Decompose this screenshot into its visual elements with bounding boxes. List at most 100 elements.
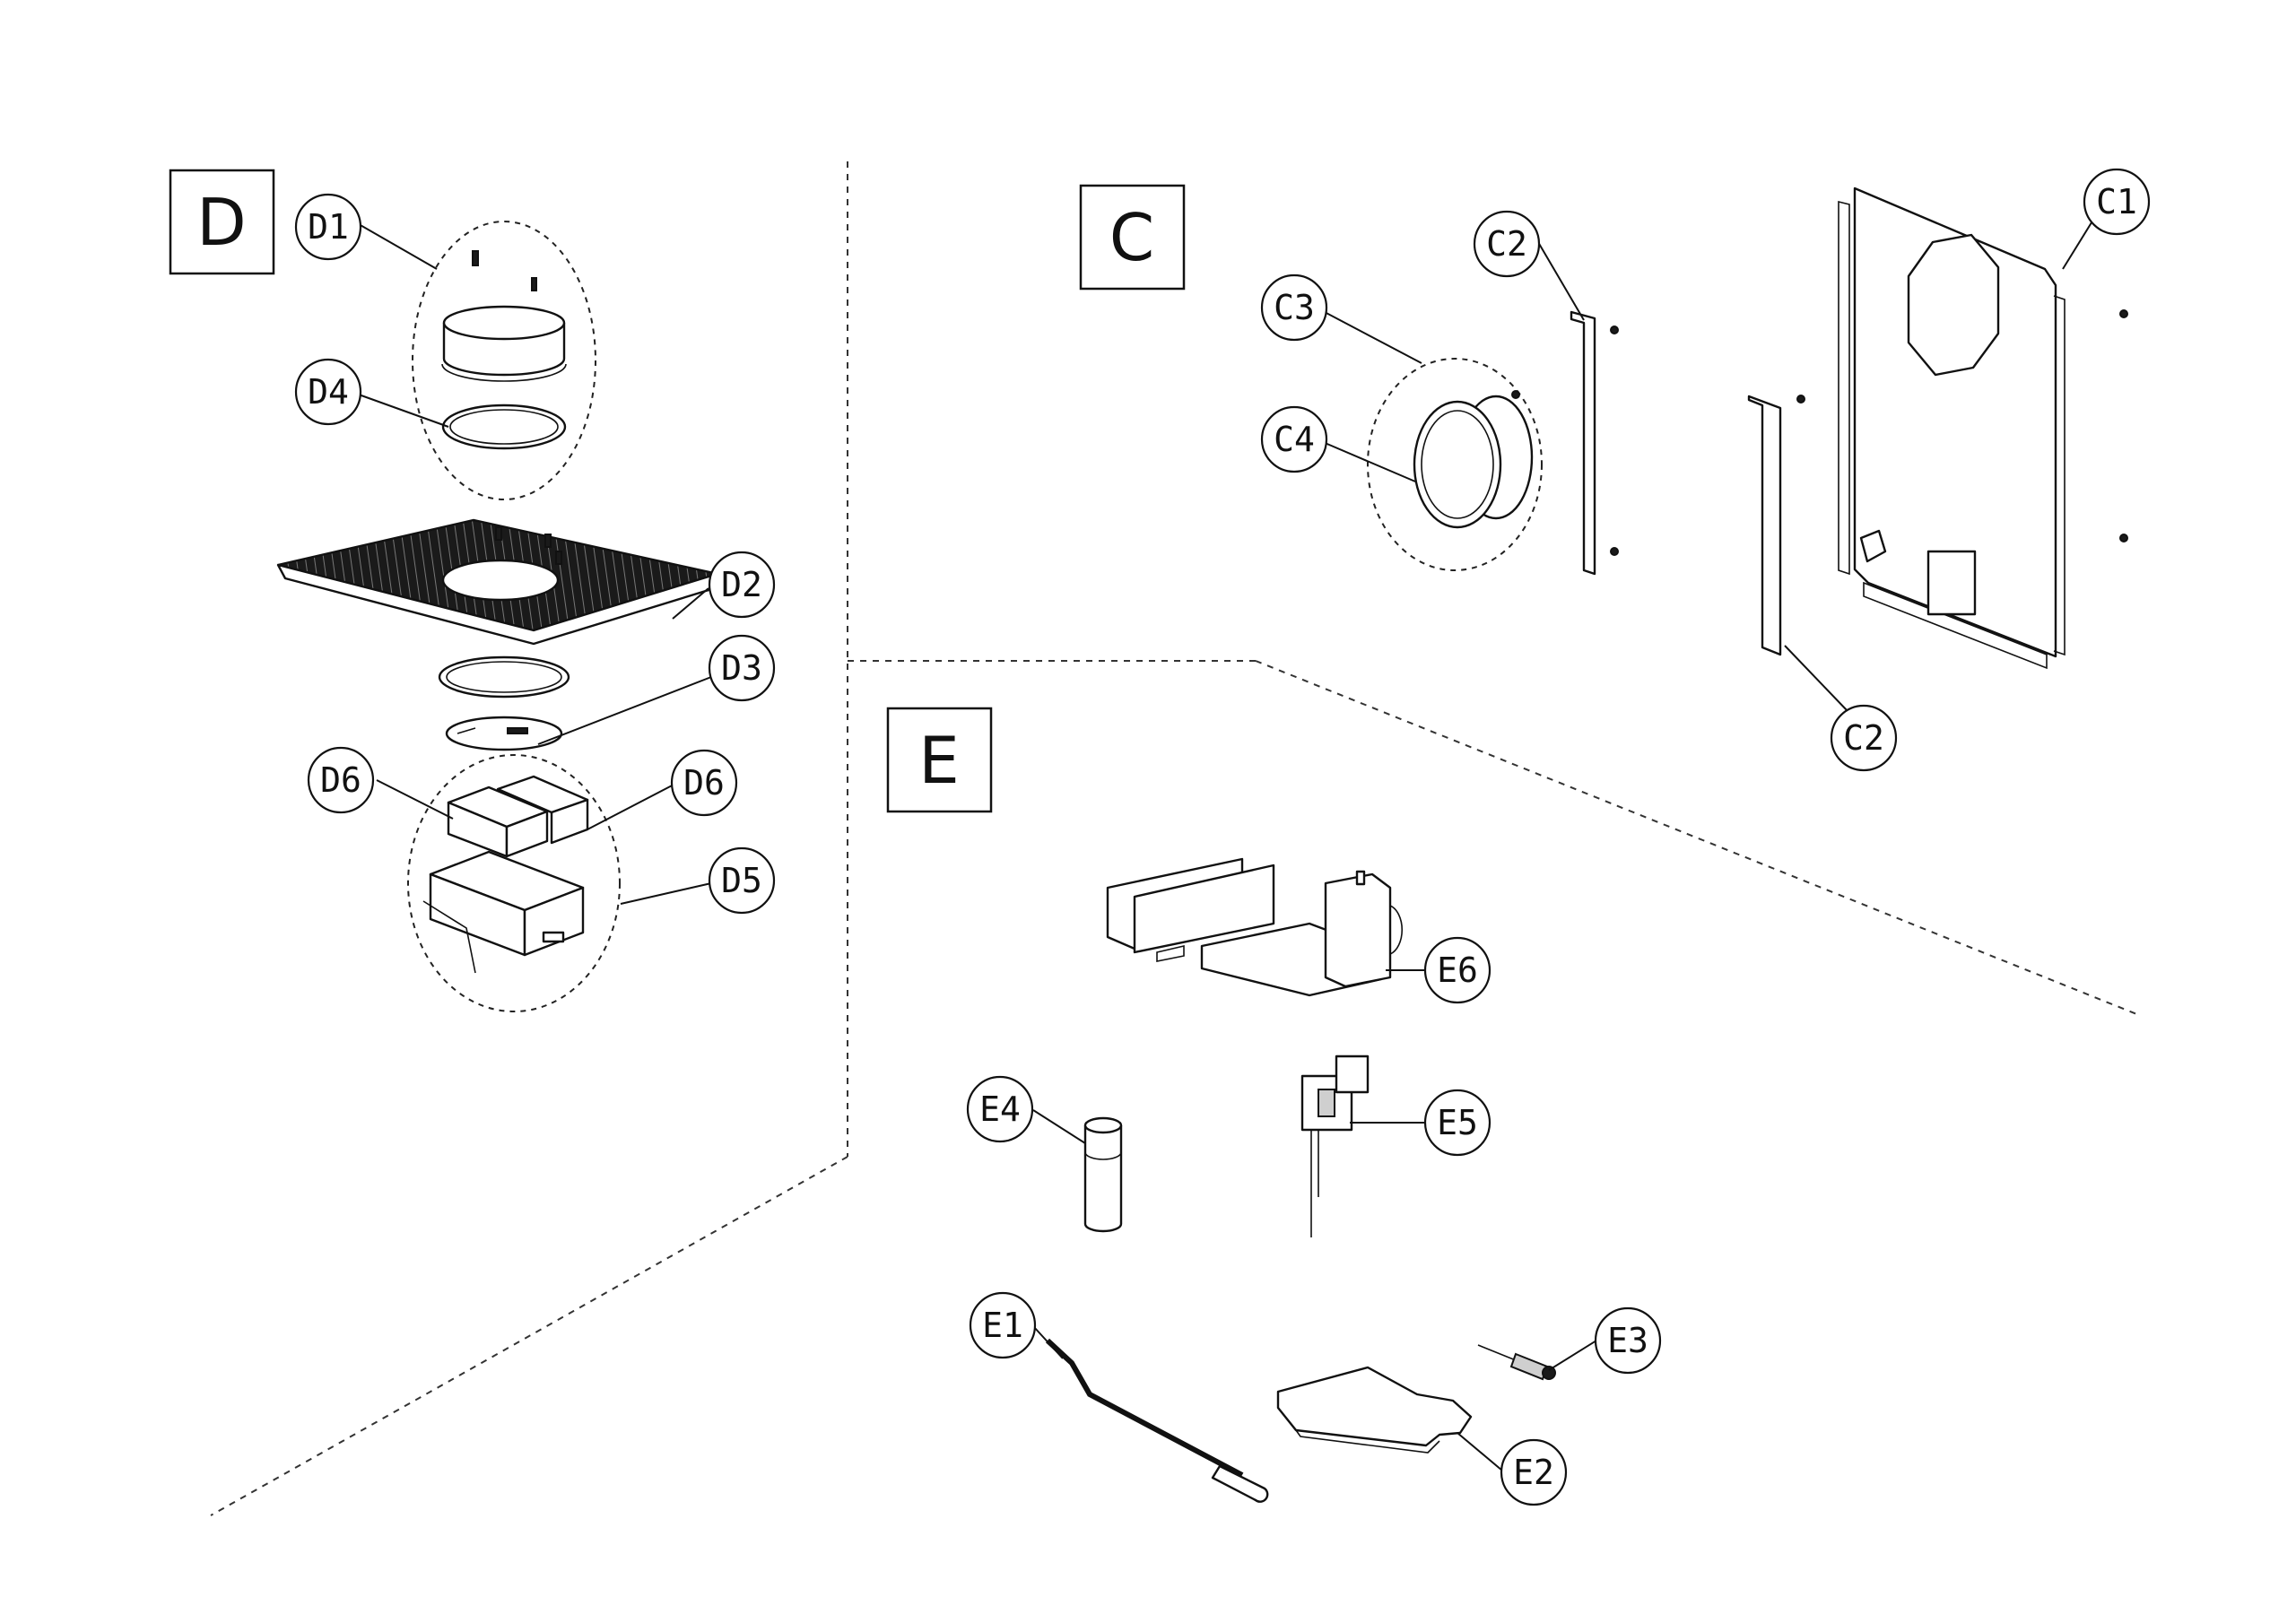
bracket-loop (1389, 905, 1403, 955)
tray-handle (422, 900, 476, 974)
part-e5-valve (1300, 1055, 1370, 1237)
part-d3-plate (445, 716, 563, 751)
callout-circle (708, 634, 776, 702)
section-box (169, 169, 275, 275)
callout-circle (307, 746, 375, 814)
part-e1-rod (1045, 1338, 1269, 1503)
callout-label: D3 (721, 648, 762, 688)
screw (1610, 325, 1619, 334)
callout-d6-left: D6 (307, 746, 375, 814)
callout-c4: C4 (1260, 405, 1328, 473)
panel-rect-cutout (1926, 550, 1977, 616)
part-c4-ring (1413, 400, 1502, 529)
callout-circle (670, 749, 738, 817)
tray-clip (542, 931, 565, 943)
leader-d6-left (376, 779, 454, 820)
part-c1-back-panel (1838, 187, 2128, 670)
callout-label: D6 (320, 760, 361, 800)
valve-coil (1335, 1055, 1370, 1094)
callout-circle (294, 358, 362, 426)
section-letter: E (918, 723, 960, 798)
panel-left-flange (1838, 200, 1850, 576)
callout-label: C4 (1274, 420, 1315, 459)
callout-d2: D2 (708, 551, 776, 619)
leader-c4 (1322, 441, 1416, 482)
leader-d2 (672, 587, 709, 620)
callout-d1: D1 (294, 193, 362, 261)
callout-e2: E2 (1500, 1438, 1568, 1506)
leader-d5 (620, 882, 712, 905)
part-d6-filter-right (496, 775, 589, 845)
section-box (886, 707, 993, 813)
leader-e4 (1032, 1109, 1086, 1144)
callout-circle (1500, 1438, 1568, 1506)
cylinder-top (1083, 1116, 1123, 1134)
cylinder-band (1084, 1151, 1122, 1160)
part-e2-glove (1276, 1366, 1473, 1454)
screw (472, 250, 479, 266)
callout-label: C2 (1486, 224, 1527, 264)
leader-d6-right (587, 782, 678, 830)
callout-circle (1260, 273, 1328, 342)
screw (1511, 390, 1520, 399)
callout-label: C2 (1843, 718, 1884, 758)
callout-circle (2083, 168, 2151, 236)
bracket-tab (1355, 870, 1366, 886)
callout-d3: D3 (708, 634, 776, 702)
callout-label: C3 (1274, 288, 1315, 327)
screw (495, 526, 502, 541)
callout-label: D5 (721, 861, 762, 900)
callout-label: E1 (982, 1306, 1023, 1345)
glove-outline (1276, 1366, 1473, 1447)
callout-circle (1473, 210, 1541, 278)
rail-body (1570, 310, 1596, 576)
section-label-e: E (886, 707, 993, 813)
valve-port (1318, 1089, 1335, 1117)
gasket-inner (446, 661, 562, 693)
callout-label: E5 (1437, 1103, 1478, 1142)
c3-group-outline (1367, 358, 1543, 571)
callout-e1: E1 (969, 1291, 1037, 1359)
d-leaders (358, 223, 712, 905)
callout-label: D6 (683, 763, 725, 803)
leader-c3 (1322, 310, 1422, 364)
part-e4-cylinder (1083, 1116, 1123, 1233)
leader-c2-top (1537, 241, 1585, 321)
igniter-tip (1542, 1366, 1556, 1380)
callout-label: E6 (1437, 950, 1478, 990)
rod-shaft (1045, 1338, 1244, 1478)
callout-circle (1260, 405, 1328, 473)
filter-front (505, 810, 549, 858)
plate-notch (457, 727, 476, 734)
section-label-d: D (169, 169, 275, 275)
divider-e-diagonal (1255, 660, 2140, 1016)
section-letter: C (1109, 200, 1154, 275)
d5-group-outline (407, 754, 621, 1012)
rod-grip (1211, 1464, 1269, 1503)
screw (544, 534, 552, 548)
callout-c3: C3 (1260, 273, 1328, 342)
section-dividers (210, 161, 2140, 1516)
rail-body (1747, 395, 1782, 656)
part-d4-seal-ring (441, 404, 567, 450)
d1-group-outline (412, 221, 596, 500)
callout-circle (969, 1291, 1037, 1359)
callout-e6: E6 (1423, 936, 1492, 1004)
screw (2119, 534, 2128, 542)
part-d5-tray (422, 850, 585, 974)
callout-circle (708, 551, 776, 619)
seal-inner (449, 409, 559, 445)
igniter-body (1509, 1352, 1549, 1381)
bracket-foot (1156, 944, 1185, 962)
leader-d1 (358, 223, 438, 270)
callout-e5: E5 (1423, 1089, 1492, 1157)
callout-label: D2 (721, 565, 762, 604)
leader-d4 (358, 394, 449, 428)
callout-e3: E3 (1594, 1306, 1662, 1375)
leader-e2 (1457, 1432, 1503, 1471)
divider-d-diagonal (210, 1156, 848, 1516)
bracket-channel-front (1133, 864, 1275, 954)
collar-top (442, 305, 566, 341)
callout-circle (708, 846, 776, 915)
